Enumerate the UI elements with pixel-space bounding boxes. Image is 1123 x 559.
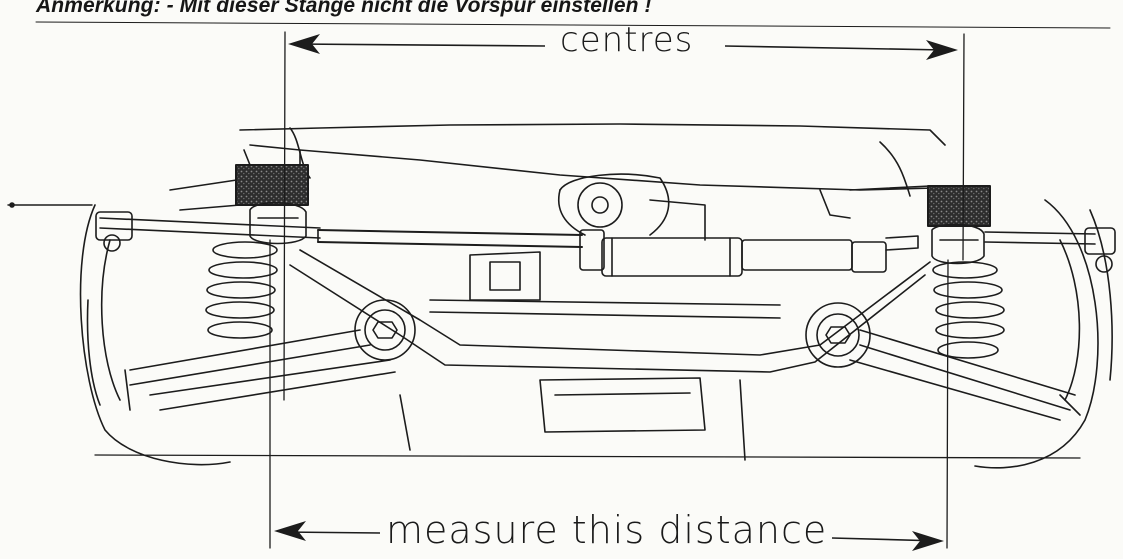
header-rule (35, 21, 1111, 29)
arrow-left-icon (274, 521, 306, 541)
left-top-mount (235, 149, 309, 245)
arrow-right-icon (926, 40, 958, 60)
left-centre-line (283, 31, 286, 401)
measure-dimension (274, 521, 944, 551)
ground-line (94, 454, 1081, 459)
engine-block (399, 173, 851, 461)
left-coil-spring (205, 241, 278, 339)
right-wishbone (849, 329, 1081, 421)
right-centre-line (962, 33, 965, 261)
left-pivot-bush (354, 299, 416, 361)
left-wishbone (124, 329, 396, 411)
right-pivot-bush (805, 302, 871, 368)
centres-label: centres (560, 20, 694, 60)
right-measure-line (946, 259, 949, 549)
right-top-mount (927, 185, 991, 265)
right-coil-spring (932, 261, 1005, 359)
measure-label: measure this distance (386, 508, 828, 552)
centres-dimension (288, 34, 958, 60)
steering-rack (317, 229, 919, 277)
tie-rods (95, 211, 1116, 273)
left-wheel (79, 204, 231, 466)
arrow-left-icon (288, 34, 320, 54)
crossmember (289, 249, 931, 373)
pointer-dot (9, 202, 15, 208)
right-wheel (974, 199, 1113, 469)
arrow-right-icon (912, 531, 944, 551)
note-heading: Anmerkung: - Mit dieser Stange nicht die… (36, 0, 652, 17)
